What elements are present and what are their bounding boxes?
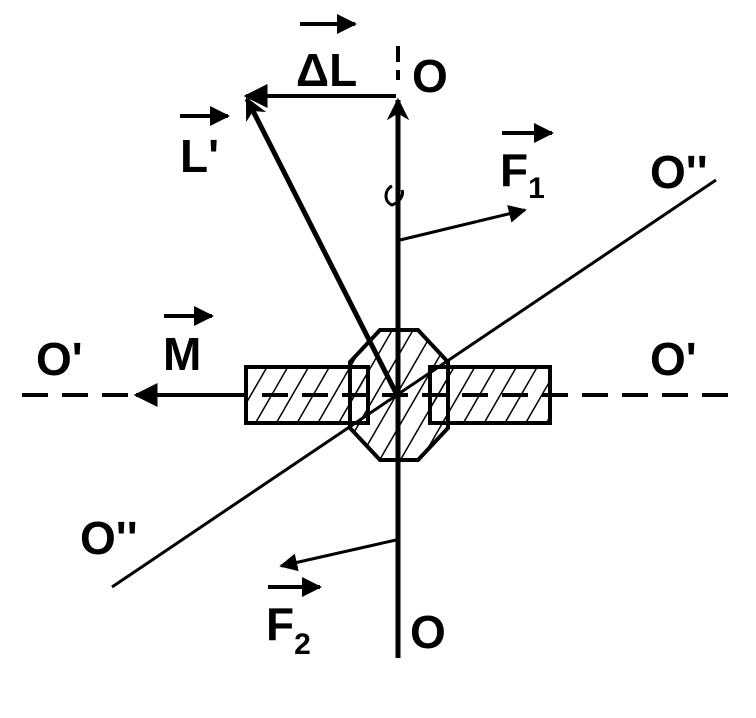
f1-subscript: 1 [528,172,545,205]
label-vector-l-prime: L' [180,130,219,182]
rotation-arrow-icon [384,184,404,207]
vector-l-prime-arrow [244,96,399,395]
vector-f2-arrow [279,538,397,572]
f1-main: F [500,144,528,196]
f2-subscript: 2 [294,628,311,661]
label-axis-o-dprime-top: O'' [650,146,708,198]
label-axis-o-dprime-bottom: O'' [80,512,138,564]
label-axis-o-bottom: O [410,606,446,658]
vector-f1-arrow [399,205,527,242]
label-vector-f1: F1 [500,144,545,205]
label-axis-o-prime-right: O' [650,333,697,385]
label-axis-o-prime-left: O' [36,333,83,385]
label-vector-f2: F2 [266,598,311,661]
gyroscope-body [244,328,552,462]
f2-main: F [266,598,294,650]
label-vector-delta-l: ΔL [296,44,357,96]
label-axis-o-top: O [412,50,448,102]
label-vector-m: M [163,328,201,380]
